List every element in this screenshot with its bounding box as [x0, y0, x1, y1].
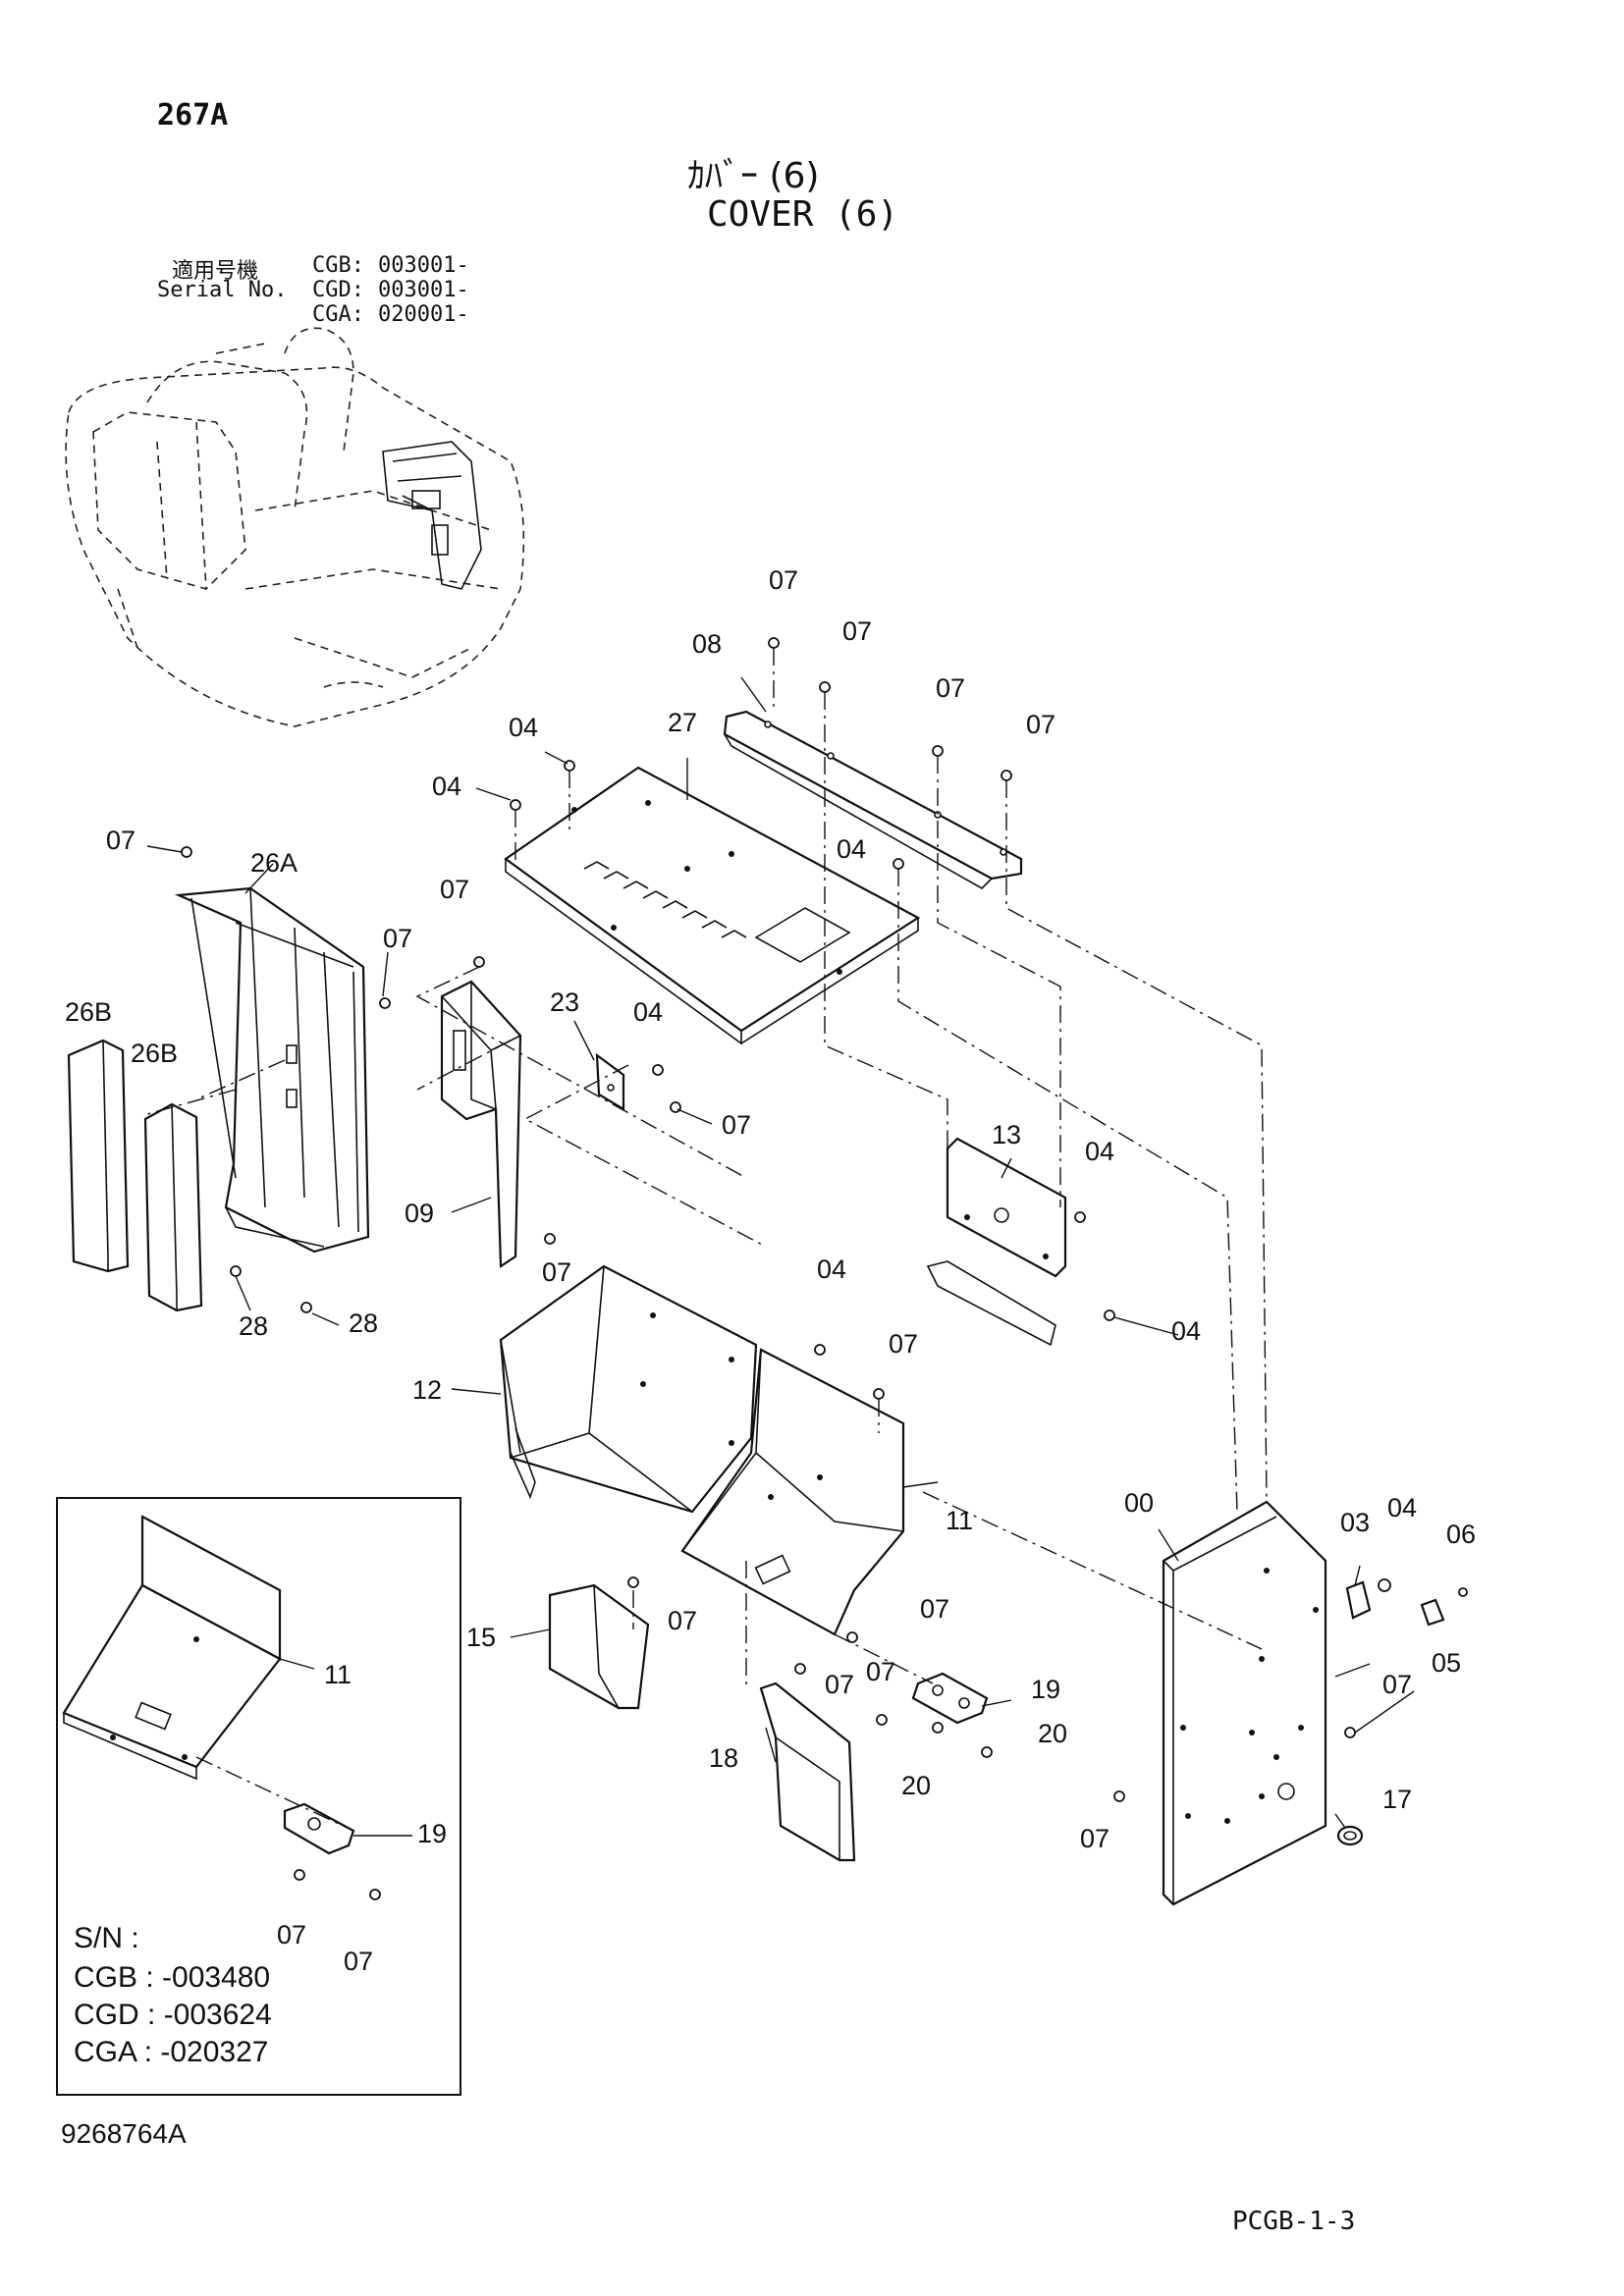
title-japanese: ｶﾊﾞｰ (6): [687, 156, 820, 196]
part-26A-cover-panel: [174, 886, 370, 1254]
callout-04: 04: [1171, 1316, 1201, 1346]
part-27-top-plate: [504, 766, 921, 1045]
part-26B-pad-left: [67, 1039, 130, 1273]
inset-callout-07: 07: [277, 1920, 306, 1949]
callout-labels: 07 08 07 07 07 04 27 04 04 07 26A 07 07 …: [65, 565, 1476, 1976]
assembly-guide-lines: [146, 648, 1268, 1688]
serial-model-cgb: CGB:: [312, 253, 364, 278]
sheet-code: PCGB-1-3: [1232, 2207, 1356, 2236]
callout-08: 08: [692, 629, 722, 659]
callout-11: 11: [946, 1506, 973, 1535]
part-23-plate: [595, 1052, 625, 1111]
callout-07: 07: [1080, 1824, 1110, 1853]
callout-07: 07: [668, 1606, 697, 1635]
callout-00: 00: [1124, 1488, 1154, 1518]
inset-sn-line-cgd: CGD : -003624: [74, 1999, 272, 2031]
part-12-tray: [499, 1264, 758, 1514]
part-03-clip: [1345, 1580, 1372, 1620]
serial-model-cgd: CGD:: [312, 278, 364, 302]
part-15-bracket: [548, 1583, 650, 1710]
callout-09: 09: [405, 1199, 434, 1228]
callout-07: 07: [106, 826, 135, 855]
callout-07: 07: [866, 1657, 895, 1686]
callout-07: 07: [383, 924, 412, 953]
leader-lines: [146, 676, 1415, 1829]
callout-17: 17: [1382, 1785, 1412, 1814]
callout-07: 07: [542, 1257, 571, 1287]
callout-27: 27: [668, 708, 697, 737]
serial-value-cgd: 003001-: [378, 278, 469, 302]
inset-sn-line-cga: CGA : -020327: [74, 2036, 269, 2068]
callout-03: 03: [1340, 1508, 1370, 1537]
title-english: COVER (6): [707, 194, 899, 235]
callout-26B: 26B: [131, 1039, 178, 1068]
callout-07: 07: [440, 875, 469, 904]
callout-05: 05: [1432, 1648, 1461, 1678]
inset-callout-19: 19: [417, 1819, 447, 1848]
callout-06: 06: [1446, 1520, 1476, 1549]
callout-07: 07: [769, 565, 798, 595]
callout-07: 07: [889, 1329, 918, 1359]
callout-20: 20: [901, 1771, 931, 1800]
callout-26A: 26A: [250, 848, 298, 878]
page-number: 267A: [157, 98, 229, 133]
callout-28: 28: [239, 1311, 268, 1341]
machine-locator-view: [65, 327, 525, 727]
callout-19: 19: [1031, 1675, 1060, 1704]
callout-18: 18: [709, 1743, 738, 1773]
drawing-number: 9268764A: [61, 2118, 187, 2149]
callout-15: 15: [466, 1623, 496, 1652]
callout-04: 04: [432, 772, 461, 801]
serial-label-jp: 適用号機: [172, 259, 259, 284]
callout-28: 28: [349, 1308, 378, 1338]
bolt-fasteners: [181, 637, 1468, 1802]
callout-04: 04: [1387, 1493, 1417, 1522]
callout-04: 04: [509, 713, 538, 742]
inset-view: [62, 1515, 412, 1900]
serial-model-cga: CGA:: [312, 302, 364, 327]
inset-sn-label: S/N :: [74, 1922, 139, 1954]
part-19-plate: [911, 1672, 989, 1725]
part-09-frame: [440, 980, 522, 1269]
part-17-grommet: [1336, 1825, 1364, 1846]
callout-07: 07: [936, 673, 965, 703]
callout-04: 04: [633, 997, 663, 1027]
part-00-main-panel: [1162, 1500, 1327, 1906]
callout-07: 07: [722, 1110, 751, 1140]
part-05-clip: [1420, 1598, 1445, 1627]
callout-13: 13: [992, 1120, 1021, 1149]
inset-callout-11: 11: [324, 1660, 352, 1689]
callout-07: 07: [920, 1594, 949, 1624]
callout-04: 04: [837, 834, 866, 864]
callout-20: 20: [1038, 1719, 1067, 1748]
part-26B-pad-right: [143, 1102, 203, 1312]
part-18-bracket: [759, 1682, 856, 1862]
callout-26B: 26B: [65, 997, 112, 1027]
serial-value-cgb: 003001-: [378, 253, 469, 278]
callout-12: 12: [412, 1375, 442, 1405]
callout-23: 23: [550, 988, 579, 1017]
callout-07: 07: [1026, 710, 1056, 739]
callout-04: 04: [1085, 1137, 1114, 1166]
part-11-tray: [680, 1348, 905, 1636]
callout-07: 07: [1382, 1670, 1412, 1699]
serial-value-cga: 020001-: [378, 302, 469, 327]
inset-callout-07: 07: [344, 1947, 373, 1976]
serial-label-en: Serial No.: [157, 278, 288, 302]
callout-04: 04: [817, 1255, 846, 1284]
part-13-bracket: [926, 1137, 1067, 1347]
callout-07: 07: [825, 1670, 854, 1699]
inset-sn-line-cgb: CGB : -003480: [74, 1961, 271, 1994]
inset-box: [56, 1497, 461, 2096]
callout-07: 07: [842, 616, 872, 646]
